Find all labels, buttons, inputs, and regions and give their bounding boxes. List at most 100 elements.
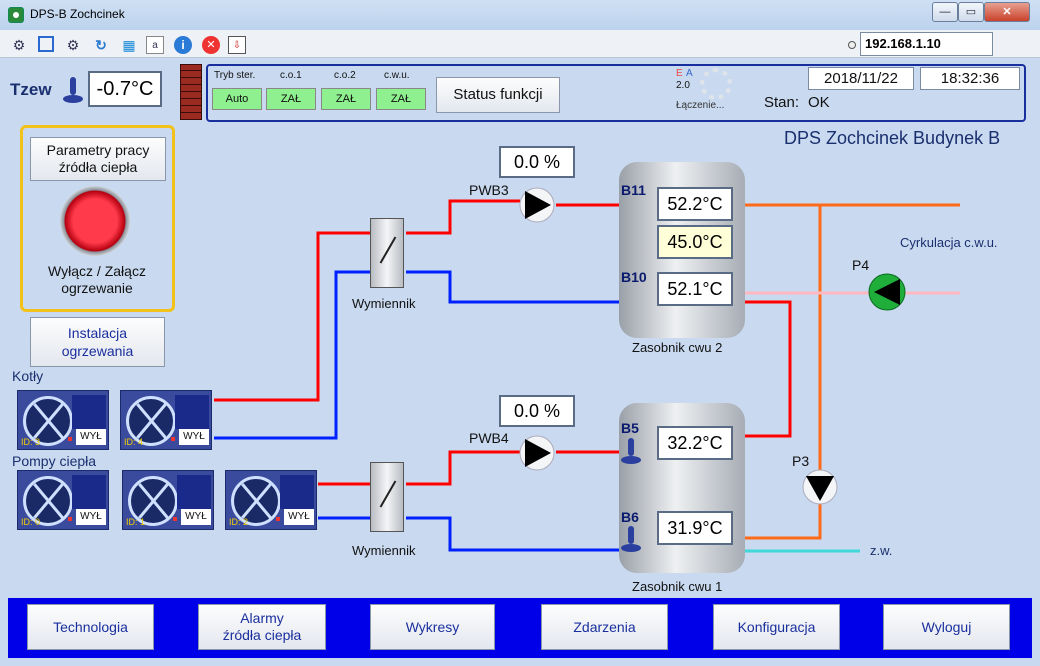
version-label: 2.0 [676,80,690,91]
power-line1: Wyłącz / Załącz [48,263,146,279]
b6-thermometer-icon [621,526,641,552]
app-eye-icon [8,7,24,23]
ip-address-field[interactable]: 192.168.1.10 [860,32,993,56]
install-line2: ogrzewania [61,343,134,359]
alarms-button[interactable]: Alarmy źródła ciepła [198,604,326,650]
tank2-label: Zasobnik cwu 2 [632,340,723,355]
params-line1: Parametry pracy [46,142,150,158]
cold-water-label: z.w. [870,543,893,558]
unit-state: WYŁ [179,429,209,445]
info-icon[interactable]: i [174,36,192,54]
exchanger-label-lower: Wymiennik [352,543,416,558]
pwb3-pump-icon[interactable] [518,186,556,224]
cwu-label: c.w.u. [384,70,410,81]
p3-pump-icon[interactable] [801,468,839,506]
charts-button[interactable]: Wykresy [370,604,495,650]
pipe-tank-link [744,300,792,438]
boiler-unit[interactable]: WYŁ ID: 4 [120,390,212,450]
minimize-button[interactable]: — [932,2,958,22]
technology-button[interactable]: Technologia [27,604,154,650]
ea-e-label: E [676,68,683,79]
status-functions-button[interactable]: Status funkcji [436,77,560,113]
b5-label: B5 [621,420,639,436]
pwb4-percentage: 0.0 % [499,395,575,427]
ip-radio-icon [848,41,856,49]
heating-power-label: Wyłącz / Załącz ogrzewanie [26,263,168,297]
connecting-text: Łączenie... [676,100,725,111]
refresh-icon[interactable]: ↻ [95,37,107,53]
time-display: 18:32:36 [920,67,1020,90]
mode-label: Tryb ster. [214,70,256,81]
heat-pump-unit[interactable]: WYŁ ID: 2 [225,470,317,530]
pwb4-pump-icon[interactable] [518,434,556,472]
mode-value[interactable]: Auto [212,88,262,110]
unit-state: WYŁ [181,509,211,525]
text-icon[interactable]: a [146,36,164,54]
co1-label: c.o.1 [280,70,302,81]
co2-label: c.o.2 [334,70,356,81]
b5-thermometer-icon [621,438,641,464]
exchanger-label-upper: Wymiennik [352,296,416,311]
alarms-line2: źródła ciepła [222,627,302,643]
boilers-label: Kotły [12,368,44,384]
pipe-hx2-cold [406,516,620,552]
b6-label: B6 [621,509,639,525]
install-line1: Instalacja [67,325,128,341]
b10-label: B10 [621,269,647,285]
power-line2: ogrzewanie [61,280,133,296]
ea-a-label: A [686,68,693,79]
p4-pump-icon[interactable] [867,272,907,312]
unit-id: ID: 4 [124,437,144,447]
close-button[interactable]: ✕ [984,2,1030,22]
pipe-hx1-cold [406,270,620,304]
logout-button[interactable]: Wyloguj [883,604,1010,650]
circulation-label: Cyrkulacja c.w.u. [900,235,998,250]
pwb3-percentage: 0.0 % [499,146,575,178]
fan-icon [128,476,178,526]
window-title: DPS-B Zochcinek [30,7,125,21]
b5-temperature: 32.2°C [657,426,733,460]
fullscreen-icon[interactable] [38,36,54,52]
unit-id: ID: 1 [126,517,146,527]
unit-state: WYŁ [76,429,106,445]
heating-installation-button[interactable]: Instalacja ogrzewania [30,317,165,367]
gear-icon[interactable]: ⚙ [66,37,80,53]
tank2-mid-temperature: 45.0°C [657,225,733,259]
pipe-circ-return [744,205,822,540]
configuration-button[interactable]: Konfiguracja [713,604,840,650]
co1-value[interactable]: ZAŁ [266,88,316,110]
unit-id: ID: 0 [21,517,41,527]
b10-temperature: 52.1°C [657,272,733,306]
b6-temperature: 31.9°C [657,511,733,545]
heat-exchanger-upper [370,218,404,288]
heat-source-params-button[interactable]: Parametry pracy źródła ciepła [30,137,166,181]
unit-id: ID: 2 [229,517,249,527]
heat-pump-unit[interactable]: WYŁ ID: 1 [122,470,214,530]
heat-pumps-label: Pompy ciepła [12,453,97,469]
heating-power-button[interactable] [60,186,130,256]
co2-value[interactable]: ZAŁ [321,88,371,110]
maximize-button[interactable]: ▭ [958,2,984,22]
fan-icon [231,476,281,526]
exit-icon[interactable]: ⇩ [228,36,246,54]
windows-icon[interactable]: ▦ [122,37,136,53]
pipe-kotly-cold [214,270,370,440]
p3-label: P3 [792,453,810,469]
heat-pump-unit[interactable]: WYŁ ID: 0 [17,470,109,530]
pwb3-label: PWB3 [469,182,509,198]
events-button[interactable]: Zdarzenia [541,604,668,650]
state-label: Stan: [764,94,800,111]
fan-icon [126,396,176,446]
date-display: 2018/11/22 [808,67,914,90]
close-x-icon[interactable]: ✕ [202,36,220,54]
b11-label: B11 [621,182,646,198]
navigation-bar [8,598,1032,658]
title-bar [0,0,1040,30]
unit-state: WYŁ [284,509,314,525]
boiler-unit[interactable]: WYŁ ID: 3 [17,390,109,450]
cwu-value[interactable]: ZAŁ [376,88,426,110]
pipe-kotly-hot [214,231,370,402]
fan-icon [23,476,73,526]
network-icon[interactable]: ⚙ [12,37,26,53]
